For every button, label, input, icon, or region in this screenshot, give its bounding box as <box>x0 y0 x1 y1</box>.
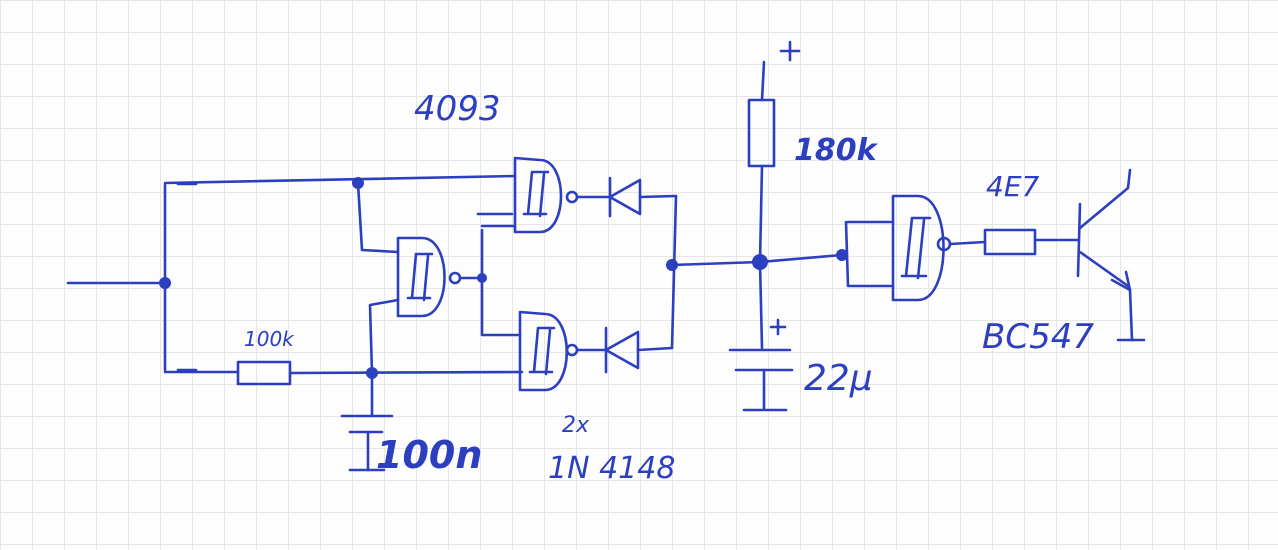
input-network <box>66 174 524 375</box>
nand-gate-top <box>513 156 579 234</box>
diode-or-junction <box>670 194 762 350</box>
junction-dots <box>159 177 848 379</box>
transistor-bc547 <box>1076 168 1146 342</box>
resistor-100k <box>236 360 292 386</box>
label-180k: 180k <box>794 133 879 168</box>
label-100n: 100n <box>376 433 482 477</box>
nand-gate-middle <box>396 236 462 318</box>
diode-bottom <box>576 326 674 374</box>
label-2x: 2x <box>562 413 590 438</box>
label-bc547: BC547 <box>982 317 1094 357</box>
capacitor-22u <box>728 260 794 412</box>
capacitor-100n <box>340 371 394 472</box>
resistor-180k <box>747 60 776 264</box>
plus-supply-symbol <box>779 40 801 62</box>
nand-gate-bottom <box>518 310 579 392</box>
label-ic-4093: 4093 <box>414 89 501 129</box>
label-1n4148: 1N 4148 <box>548 451 675 486</box>
label-22u: 22µ <box>804 358 873 399</box>
label-4e7: 4E7 <box>986 170 1040 203</box>
diode-top <box>576 176 678 218</box>
middle-gate-wiring <box>356 181 522 375</box>
output-gate-wiring <box>758 220 895 288</box>
resistor-4e7 <box>948 228 1080 256</box>
label-100k: 100k <box>244 327 295 351</box>
nand-gate-output <box>891 194 952 302</box>
